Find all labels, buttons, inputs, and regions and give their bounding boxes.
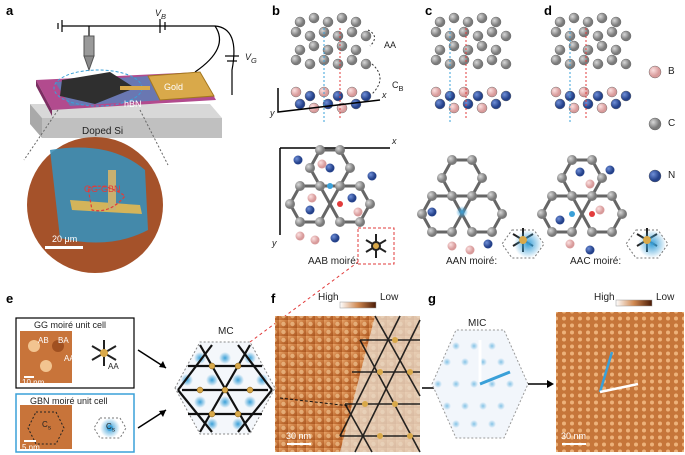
g-high-label: High [594, 292, 615, 303]
scale-5nm: 5 nm [22, 443, 40, 452]
panel-label-g: g [428, 291, 436, 306]
gold-label: Gold [164, 82, 184, 92]
x-axis-label-2: x [392, 136, 397, 146]
legend-nitrogen: N [668, 170, 676, 181]
topview-b-atoms [285, 145, 377, 245]
mic-label: MIC [468, 318, 487, 329]
legend-carbon-ball [648, 117, 662, 131]
ab-label: AB [38, 336, 49, 345]
mc-hexagon [174, 261, 359, 435]
legend-nitrogen-ball [648, 169, 662, 183]
panel-label-f: f [271, 291, 276, 306]
g-low-label: Low [656, 292, 675, 303]
panel-label-d: d [544, 3, 552, 18]
legend-boron: B [668, 66, 675, 77]
legend-carbon: C [668, 118, 676, 129]
y-axis-label: y [270, 108, 275, 118]
gbn-cell-title: GBN moiré unit cell [30, 396, 108, 406]
aac-caption: AAC moiré: [570, 256, 622, 267]
ba-label: BA [58, 336, 69, 345]
x-axis-label: x [382, 90, 387, 100]
doped-si-label: Doped Si [82, 126, 124, 137]
aa-label: AA [384, 40, 397, 50]
panel-a-device [23, 19, 239, 273]
panel-label-e: e [6, 291, 14, 306]
panel-label-b: b [272, 3, 280, 18]
scale-20um: 20 μm [52, 234, 78, 244]
mc-label: MC [218, 326, 234, 337]
vb-label: VB [155, 8, 167, 21]
g-scale: 30 nm [561, 431, 587, 441]
aan-caption: AAN moiré: [446, 256, 498, 267]
stack-d [550, 12, 632, 122]
aab-caption: AAB moiré: [308, 256, 359, 267]
hbn-label: hBN [124, 99, 142, 109]
f-high-label: High [318, 292, 339, 303]
scale-10nm: 10 nm [22, 378, 45, 387]
gg-cell-title: GG moiré unit cell [34, 320, 107, 330]
aa-label-e: AA [64, 354, 75, 363]
aa-label-glyph: AA [108, 362, 119, 371]
f-scale: 30 nm [286, 431, 312, 441]
cs-label: Cs [42, 420, 52, 432]
stack-b [277, 12, 381, 122]
aab-star-glyph [365, 234, 387, 258]
cs-label-glyph: Cs [106, 422, 116, 434]
sample-label: GG-GBN [84, 184, 121, 194]
legend-boron-ball [648, 65, 662, 79]
f-low-label: Low [380, 292, 399, 303]
cb-label: CB [392, 80, 404, 93]
vg-label: VG [245, 52, 257, 65]
y-axis-label-2: y [272, 238, 277, 248]
panel-f-stm [275, 301, 452, 453]
panel-label-c: c [425, 3, 433, 18]
panel-e [15, 317, 167, 453]
panel-g-mic [431, 299, 684, 452]
panel-label-a: a [6, 3, 14, 18]
stack-c [430, 12, 512, 122]
